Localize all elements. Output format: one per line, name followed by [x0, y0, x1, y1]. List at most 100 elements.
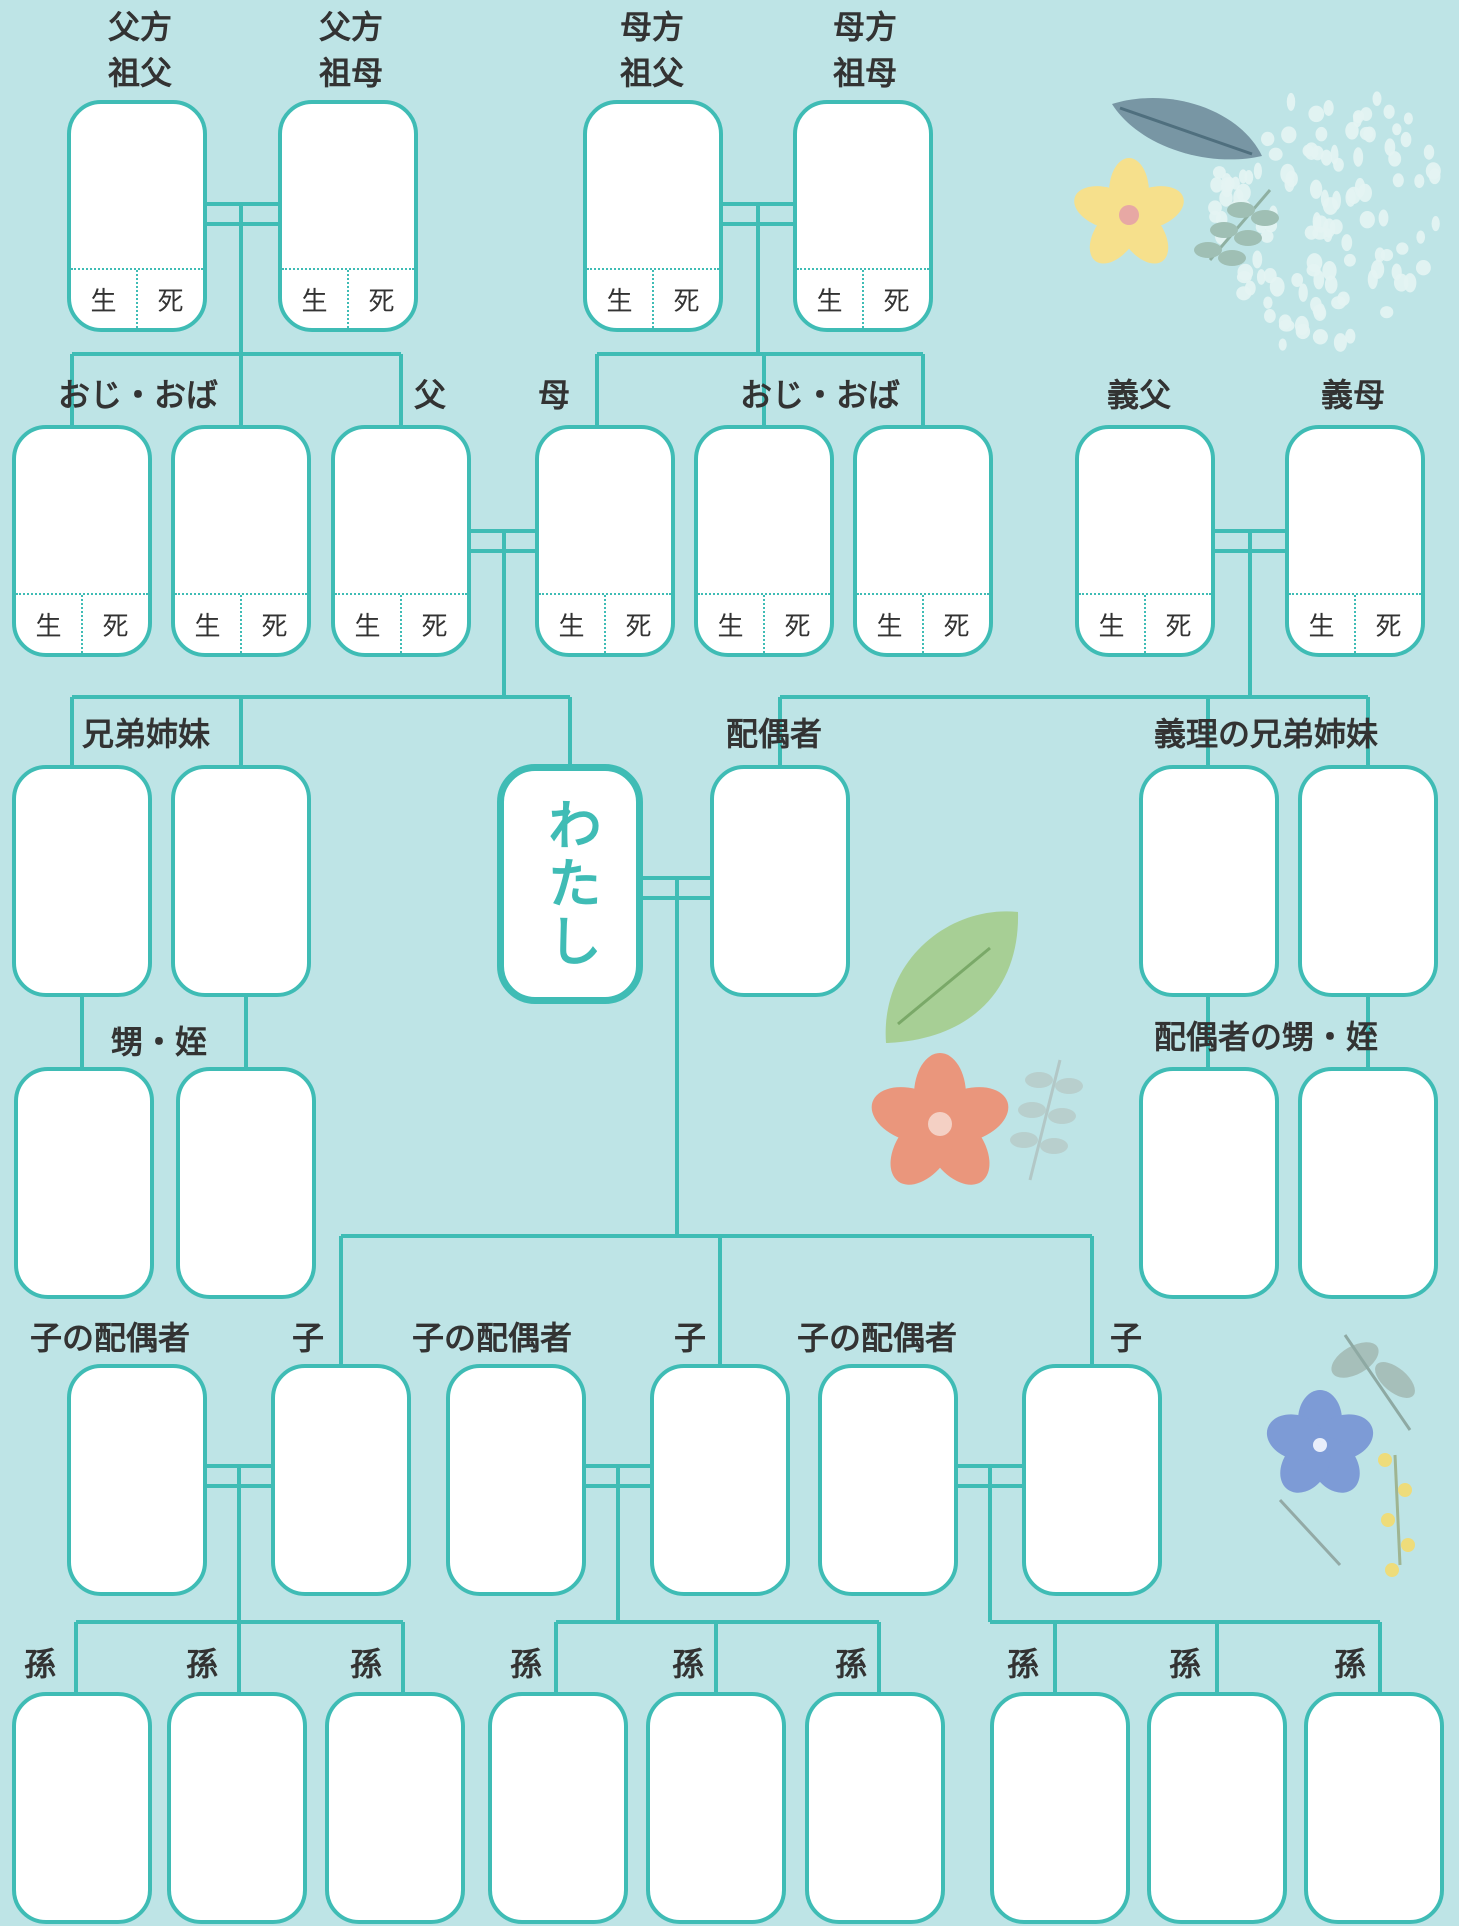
leaf-icon [1375, 1362, 1415, 1398]
mother-box[interactable]: 生死 [535, 425, 675, 657]
grandchild-box[interactable] [1147, 1692, 1287, 1924]
label-grandchild: 孫 [1334, 1645, 1367, 1683]
sibling-box[interactable] [12, 765, 152, 997]
label-child: 子 [674, 1319, 707, 1357]
child-box[interactable] [1022, 1364, 1162, 1596]
birth-field: 生 [587, 270, 654, 328]
dots-pattern [1208, 200, 1222, 215]
dots-pattern [1323, 100, 1334, 116]
flower-icon [1401, 1538, 1415, 1552]
leaf-icon [1227, 202, 1255, 218]
dots-pattern [1324, 275, 1338, 294]
birth-field: 生 [797, 270, 864, 328]
dots-pattern [1396, 242, 1409, 255]
flower-icon [1119, 205, 1139, 225]
birth-field: 生 [857, 595, 924, 653]
death-field: 死 [883, 286, 910, 317]
label-grandchild: 孫 [672, 1645, 705, 1683]
spouse-nephew-niece-box[interactable] [1298, 1067, 1438, 1299]
grandchild-box[interactable] [646, 1692, 786, 1924]
dots-pattern [1263, 268, 1277, 284]
dots-pattern [1416, 230, 1426, 244]
father-in-law-box[interactable]: 生死 [1075, 425, 1215, 657]
leaf-icon [1251, 210, 1279, 226]
label-paternal-grandmother: 父方 祖母 [318, 8, 383, 92]
child-box[interactable] [650, 1364, 790, 1596]
label-child-spouse: 子の配偶者 [797, 1319, 958, 1357]
dots-pattern [1341, 234, 1353, 252]
grandchild-box[interactable] [167, 1692, 307, 1924]
label-maternal-grandfather: 母方 祖父 [619, 8, 684, 92]
dots-pattern [1308, 105, 1325, 123]
paternal-uncle-aunt-box[interactable]: 生死 [171, 425, 311, 657]
flower-icon [1398, 1483, 1412, 1497]
mother-in-law-box[interactable]: 生死 [1285, 425, 1425, 657]
child-spouse-box[interactable] [446, 1364, 586, 1596]
dots-pattern [1286, 92, 1296, 111]
dots-pattern [1378, 209, 1389, 227]
sibling-in-law-box[interactable] [1298, 765, 1438, 997]
child-spouse-box[interactable] [67, 1364, 207, 1596]
me-box[interactable]: わたし [497, 764, 643, 1004]
dots-pattern [1237, 263, 1254, 281]
grandchild-box[interactable] [12, 1692, 152, 1924]
grandchild-box[interactable] [488, 1692, 628, 1924]
dots-pattern [1392, 123, 1402, 136]
dots-pattern [1393, 273, 1409, 292]
branch-icon [1343, 1334, 1412, 1431]
leaf-icon [1194, 242, 1222, 258]
leaf-vein-icon [1119, 106, 1253, 156]
maternal-grandfather-box[interactable]: 生死 [583, 100, 723, 332]
dots-pattern [1392, 173, 1404, 188]
paternal-grandmother-box[interactable]: 生死 [278, 100, 418, 332]
dots-pattern [1315, 126, 1328, 142]
paternal-grandfather-box[interactable]: 生死 [67, 100, 207, 332]
maternal-grandmother-box[interactable]: 生死 [793, 100, 933, 332]
leaf-vein-icon [897, 946, 991, 1026]
dots-pattern [1322, 261, 1337, 281]
dots-pattern [1309, 179, 1323, 199]
nephew-niece-box[interactable] [14, 1067, 154, 1299]
death-field: 死 [1165, 611, 1192, 642]
sibling-box[interactable] [171, 765, 311, 997]
dots-pattern [1354, 177, 1366, 198]
dots-pattern [1380, 306, 1394, 319]
me-label: わたし [538, 797, 602, 971]
flower-icon [1381, 1513, 1395, 1527]
grandchild-box[interactable] [1304, 1692, 1444, 1924]
child-box[interactable] [271, 1364, 411, 1596]
maternal-uncle-aunt-box[interactable]: 生死 [853, 425, 993, 657]
dots-pattern [1353, 147, 1364, 167]
label-spouse: 配偶者 [726, 715, 823, 753]
maternal-uncle-aunt-box[interactable]: 生死 [694, 425, 834, 657]
label-mother: 母 [538, 376, 571, 414]
label-grandchild: 孫 [350, 1645, 383, 1683]
flower-icon [1378, 1453, 1392, 1467]
dots-pattern [1253, 162, 1263, 180]
sibling-in-law-box[interactable] [1139, 765, 1279, 997]
death-field: 死 [261, 611, 288, 642]
paternal-uncle-aunt-box[interactable]: 生死 [12, 425, 152, 657]
child-spouse-box[interactable] [818, 1364, 958, 1596]
nephew-niece-box[interactable] [176, 1067, 316, 1299]
dots-pattern [1281, 126, 1297, 144]
grandchild-box[interactable] [805, 1692, 945, 1924]
dots-pattern [1374, 247, 1385, 263]
grandchild-box[interactable] [990, 1692, 1130, 1924]
dots-pattern [1210, 177, 1223, 193]
leaf-icon [1218, 250, 1246, 266]
birth-field: 生 [539, 595, 606, 653]
dots-pattern [1384, 138, 1396, 157]
branch-icon [1278, 1498, 1342, 1567]
dots-pattern [1291, 272, 1304, 288]
dots-pattern [1244, 169, 1254, 185]
dots-pattern [1278, 338, 1287, 351]
label-grandchild: 孫 [1169, 1645, 1202, 1683]
spouse-nephew-niece-box[interactable] [1139, 1067, 1279, 1299]
grandchild-box[interactable] [325, 1692, 465, 1924]
father-box[interactable]: 生死 [331, 425, 471, 657]
dots-pattern [1345, 121, 1359, 140]
birth-field: 生 [282, 270, 349, 328]
spouse-box[interactable] [710, 765, 850, 997]
